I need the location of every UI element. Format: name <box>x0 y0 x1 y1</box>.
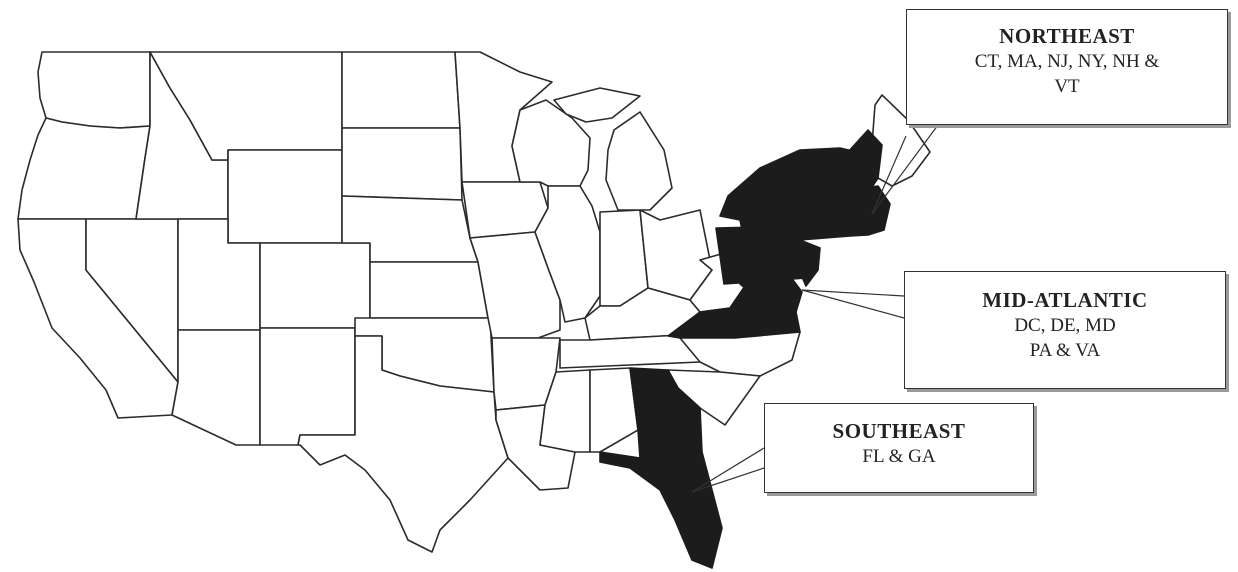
state-iowa <box>461 181 549 239</box>
midatlantic-states-line1: DC, DE, MD <box>1014 315 1116 336</box>
state-colorado <box>259 242 371 329</box>
state-texas <box>297 335 509 553</box>
state-florida <box>599 451 723 569</box>
state-wyoming <box>227 149 343 244</box>
state-oregon <box>17 117 151 220</box>
state-alabama <box>589 367 639 453</box>
southeast-states-line1: FL & GA <box>862 446 936 467</box>
callout-southeast: SOUTHEAST FL & GA <box>764 403 1034 493</box>
northeast-leader-line-2 <box>871 124 939 215</box>
southeast-leader-line-2 <box>691 467 765 493</box>
state-vermont-new-hampshire <box>847 129 883 191</box>
state-maine <box>871 94 931 187</box>
state-washington <box>37 51 151 129</box>
state-michigan-lower <box>605 111 673 211</box>
northeast-leader-line <box>871 135 907 215</box>
state-massachusetts-connecticut <box>849 185 891 237</box>
midatlantic-leader-line <box>801 289 905 297</box>
state-pennsylvania <box>715 225 807 285</box>
callout-northeast: NORTHEAST CT, MA, NJ, NY, NH & VT <box>906 9 1228 125</box>
midatlantic-title: MID-ATLANTIC <box>982 288 1148 312</box>
state-kansas <box>369 261 489 319</box>
callout-midatlantic: MID-ATLANTIC DC, DE, MD PA & VA <box>904 271 1226 389</box>
midatlantic-leader-line-2 <box>801 289 905 319</box>
state-south-dakota <box>341 127 463 201</box>
midatlantic-states-line2: PA & VA <box>1029 340 1101 361</box>
state-north-dakota <box>341 51 461 129</box>
state-new-mexico <box>259 327 356 446</box>
northeast-states-line1: CT, MA, NJ, NY, NH & <box>974 51 1160 72</box>
state-virginia <box>667 269 801 339</box>
southeast-leader-line <box>691 447 765 493</box>
state-michigan-upper <box>553 87 641 123</box>
northeast-title: NORTHEAST <box>999 24 1135 48</box>
state-illinois <box>534 185 601 323</box>
southeast-title: SOUTHEAST <box>832 419 966 443</box>
state-arizona <box>171 329 261 446</box>
northeast-states-line2: VT <box>1054 76 1080 97</box>
